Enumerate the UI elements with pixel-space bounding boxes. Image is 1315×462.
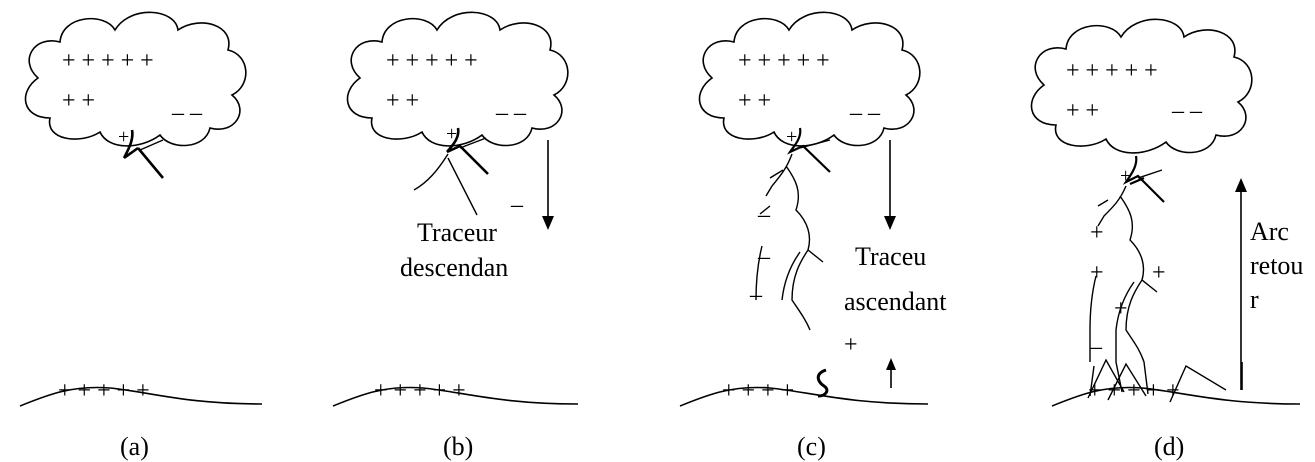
cloud-positive-row1: + + + + +	[386, 48, 478, 74]
channel-plus-2: +	[1090, 260, 1104, 286]
panel-a: + + + + + + + _ _ + + + + + + (a)	[19, 11, 263, 461]
cloud-positive-row2: + +	[1066, 98, 1099, 124]
leader-branch	[139, 139, 164, 151]
cloud-negative: _ _	[495, 92, 527, 118]
return-stroke-branches	[1089, 169, 1163, 395]
ground-streamers	[1087, 358, 1227, 403]
cloud-negative: – –	[1171, 98, 1203, 124]
arrow-label-line1: Traceur	[417, 218, 497, 247]
upward-streamer	[816, 368, 829, 398]
cloud-b	[346, 11, 569, 147]
ground-charges: + + + +	[722, 378, 794, 404]
ground-charges: + + + + +	[58, 378, 150, 404]
cloud-c	[698, 11, 921, 147]
channel-plus-4: +	[1114, 296, 1128, 322]
descending-arrow-head	[542, 216, 554, 230]
leader-negative-3: –	[749, 282, 763, 308]
ascending-arrow-head	[886, 358, 896, 370]
panel-c: + + + + + + + _ _ + – – – Traceu ascenda…	[679, 11, 947, 461]
caption-c: (c)	[797, 432, 826, 461]
caption-d: (d)	[1154, 432, 1184, 461]
caption-b: (b)	[443, 432, 473, 461]
ground-charges: + + + + +	[374, 378, 466, 404]
cloud-positive-row2: + +	[738, 88, 771, 114]
ground-line-c	[679, 386, 929, 407]
leader-sign: –	[510, 192, 524, 218]
arrow-label-line3: r	[1250, 285, 1259, 314]
caption-a: (a)	[120, 432, 149, 461]
cloud-positive-row2: + +	[386, 88, 419, 114]
leader-tip-charge: +	[446, 123, 457, 145]
panel-d: + + + + + + + – – + + + + + – Arc retou …	[1030, 18, 1303, 461]
cloud-negative: _ _	[849, 92, 881, 118]
return-stroke-channel	[1122, 155, 1165, 203]
channel-plus-1: +	[1090, 220, 1104, 246]
upward-leader-sign: +	[844, 332, 858, 358]
leader-start	[122, 129, 164, 179]
arrow-label-line2: descendan	[400, 253, 508, 282]
channel-plus-3: +	[1152, 260, 1166, 286]
channel-tip-charge: +	[1120, 165, 1131, 187]
leader-main	[446, 127, 489, 175]
leader-negative-2: –	[757, 244, 771, 270]
arrow-label-line1: Traceu	[855, 242, 926, 271]
return-stroke-arrow-head	[1235, 178, 1247, 192]
cloud-a	[24, 11, 247, 147]
leader-tip-charge: +	[786, 126, 797, 148]
ground-line-d	[1051, 386, 1301, 407]
cloud-positive-row2: + +	[62, 88, 95, 114]
cloud-d	[1030, 18, 1253, 154]
cloud-positive-row1: + + + + +	[1066, 58, 1158, 84]
arrow-label-line2: retou	[1250, 251, 1303, 280]
stepped-leader-branches	[755, 139, 831, 331]
ground-line-b	[332, 386, 579, 407]
channel-plus-5: –	[1089, 334, 1103, 360]
cloud-negative: _ _	[171, 92, 203, 118]
panel-b: + + + + + + + _ _ + – Traceur descendan …	[332, 11, 579, 461]
cloud-positive-row1: + + + + +	[738, 48, 830, 74]
stepped-leader	[786, 127, 831, 173]
descending-arrow-head	[884, 216, 896, 230]
ground-line-a	[19, 386, 263, 407]
leader-branches	[413, 137, 487, 216]
arrow-label-line1: Arc	[1250, 217, 1289, 246]
ground-charges: + + + + +	[1088, 378, 1180, 404]
leader-negative-1: –	[757, 202, 771, 228]
cloud-positive-row1: + + + + +	[62, 48, 154, 74]
arrow-label-line2: ascendant	[844, 287, 947, 316]
stepped-leader-tip-charge: +	[118, 126, 129, 148]
